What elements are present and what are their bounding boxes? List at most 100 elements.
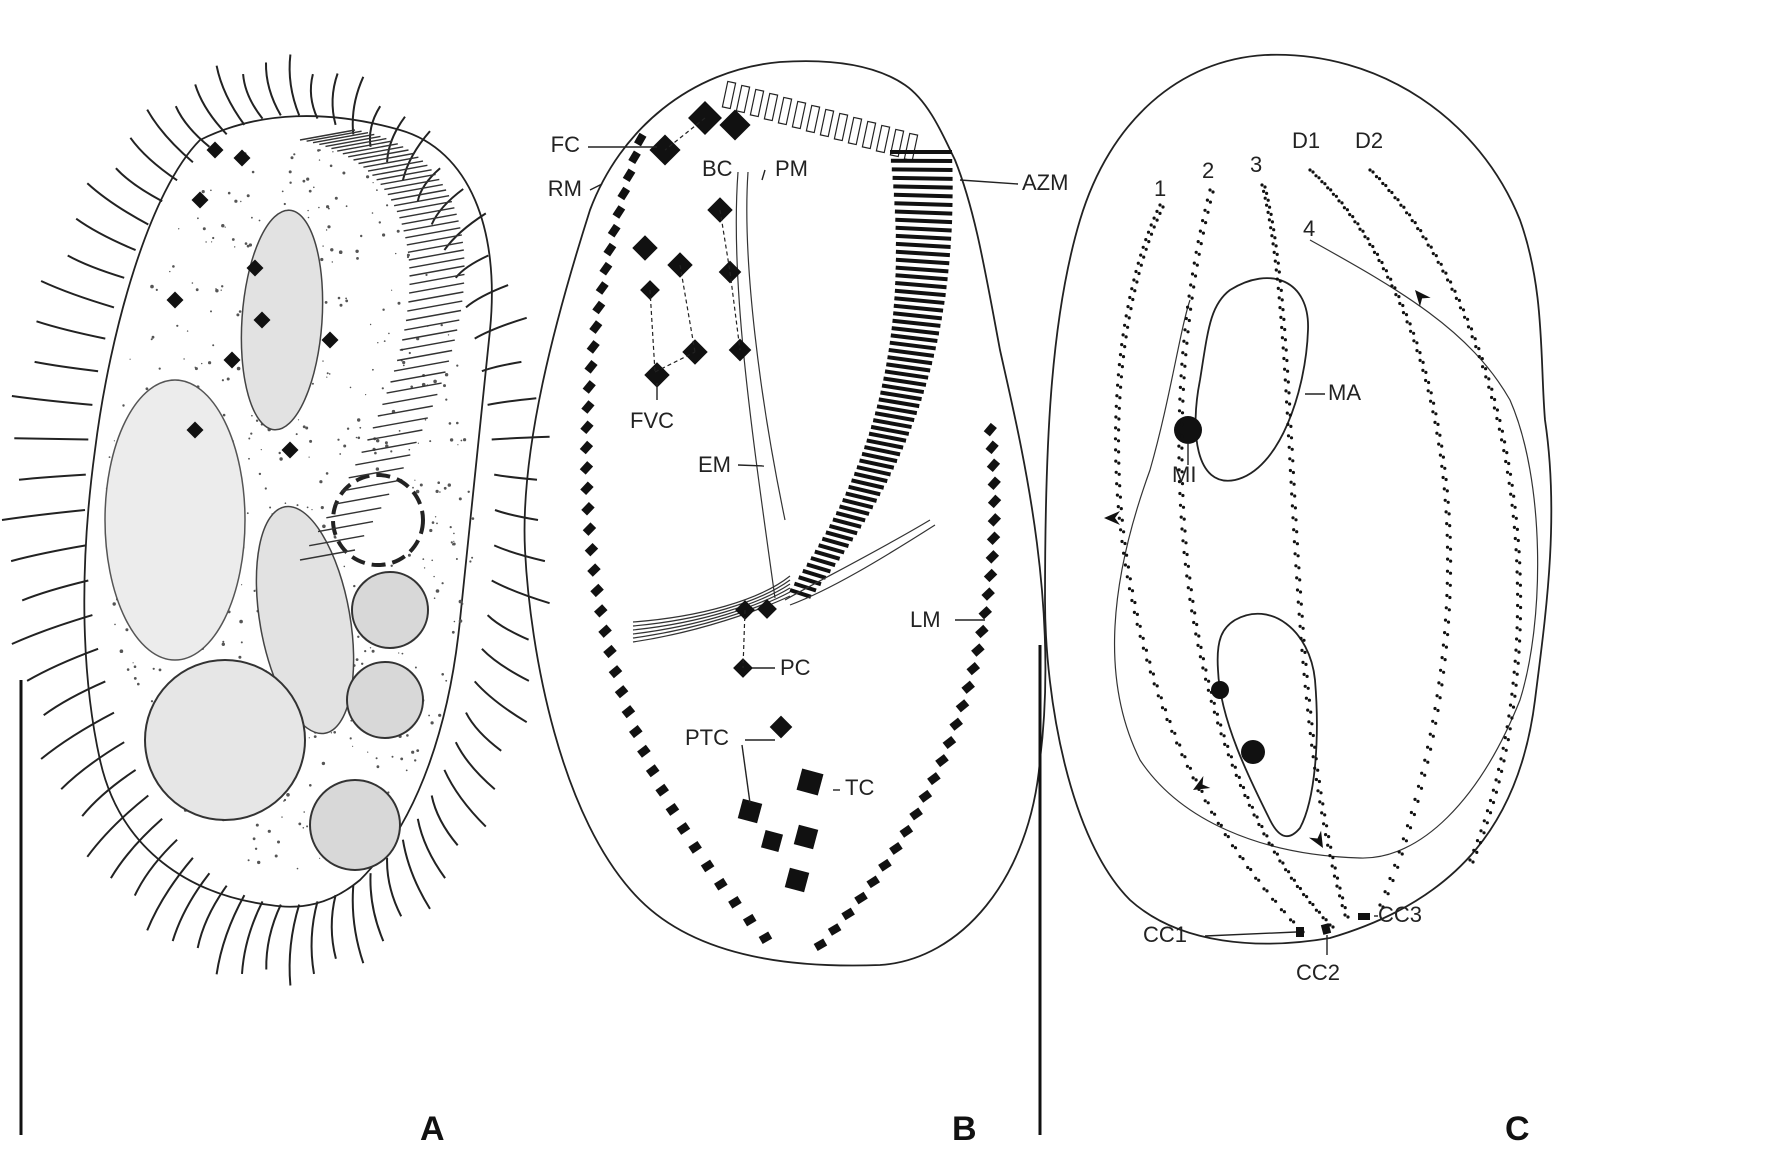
granule: [205, 241, 207, 243]
kinetid: [1479, 829, 1483, 833]
granule: [212, 236, 215, 240]
kinetid: [1246, 795, 1250, 800]
granule: [258, 219, 261, 222]
membranelle: [895, 265, 949, 274]
granule: [319, 480, 323, 484]
membranelle: [326, 507, 382, 519]
granule: [251, 414, 253, 417]
transverse-cirrus: [760, 829, 784, 853]
kinetid: [1306, 686, 1310, 690]
marginal-cirrus: [581, 400, 595, 414]
cilium: [1, 509, 86, 521]
granule: [322, 360, 324, 362]
kinetid: [1266, 210, 1270, 214]
granule: [247, 859, 250, 862]
kinetid: [1282, 356, 1286, 361]
kinetid: [1396, 198, 1400, 202]
kinetid: [1518, 639, 1522, 643]
granule: [339, 303, 343, 307]
kinetid: [1182, 339, 1186, 343]
granule: [339, 453, 342, 455]
kinetid: [1177, 444, 1181, 448]
kinetid: [1190, 296, 1194, 300]
kinetid: [1123, 541, 1127, 546]
membranelle: [331, 137, 387, 150]
kinetid: [1141, 646, 1145, 650]
cirrus: [644, 362, 670, 388]
granule: [381, 387, 384, 390]
membranelle: [842, 497, 874, 510]
granule: [309, 439, 313, 443]
granule: [456, 364, 459, 367]
cilium: [40, 711, 115, 760]
kinetid: [1263, 196, 1267, 200]
label-pc: PC: [780, 655, 811, 680]
membranelle: [334, 493, 390, 505]
kinetid: [1177, 409, 1182, 413]
kinetid: [1170, 729, 1174, 733]
adoral-zone-of-membranelles-b: [721, 80, 953, 599]
membranelle-frontal: [819, 108, 835, 138]
granule: [355, 249, 359, 253]
kinetid: [1183, 529, 1187, 533]
marginal-cirrus: [961, 680, 975, 694]
cilium: [196, 885, 228, 949]
kinetid: [1149, 223, 1153, 227]
kinetid: [1205, 198, 1209, 202]
kinetid: [1454, 296, 1458, 300]
granule: [386, 204, 389, 207]
kinetid: [1158, 211, 1162, 215]
kinetid: [1511, 681, 1515, 685]
kinetid: [1311, 170, 1315, 174]
kinetid: [1516, 603, 1520, 608]
kinetid: [1418, 358, 1422, 362]
granule: [425, 273, 428, 276]
granule: [364, 650, 367, 653]
marginal-cirrus: [579, 440, 594, 455]
kinetid: [1201, 219, 1205, 223]
kinetid: [1432, 401, 1436, 405]
kinetid: [1186, 305, 1190, 309]
panel-b-ventral-view: FC RM BC PM AZM FVC EM LM PC PTC TC B: [523, 60, 1068, 1148]
membranelle: [895, 225, 952, 233]
membranelle: [393, 360, 450, 372]
kinetid: [1394, 293, 1398, 297]
kinetid: [1399, 203, 1403, 207]
kinetid: [1123, 345, 1127, 349]
granule: [269, 506, 272, 509]
granule: [407, 553, 411, 557]
kinetid: [1188, 766, 1192, 770]
kinetid: [1243, 793, 1247, 798]
kinetid: [1196, 240, 1200, 244]
kinetid: [1297, 612, 1301, 616]
granule: [295, 433, 298, 436]
granule: [445, 398, 448, 401]
membranelle: [404, 319, 460, 331]
kinetid: [1188, 576, 1192, 580]
kinetid: [1293, 494, 1297, 498]
granule: [371, 212, 374, 214]
kinetid: [1487, 377, 1491, 381]
cilium: [416, 167, 441, 202]
fibre: [632, 583, 791, 631]
kinetid: [1431, 410, 1435, 414]
membranelle: [386, 382, 442, 394]
cilium: [288, 54, 301, 116]
kinetid: [1267, 841, 1271, 845]
kinetid: [1199, 645, 1203, 650]
membranelle: [894, 296, 945, 305]
kinetid: [1139, 253, 1143, 257]
cilium: [369, 105, 382, 147]
kinetid: [1405, 211, 1409, 215]
kinetid: [1120, 343, 1124, 347]
kinetid: [1320, 811, 1324, 815]
granule: [469, 560, 472, 563]
label-cc3: CC3: [1378, 902, 1422, 927]
kinetid: [1442, 670, 1446, 674]
kinetid: [1114, 426, 1118, 430]
granule: [319, 857, 321, 859]
cirrus: [632, 235, 658, 261]
granule: [345, 205, 348, 208]
membranelle: [387, 183, 443, 196]
connection-line: [654, 351, 696, 373]
